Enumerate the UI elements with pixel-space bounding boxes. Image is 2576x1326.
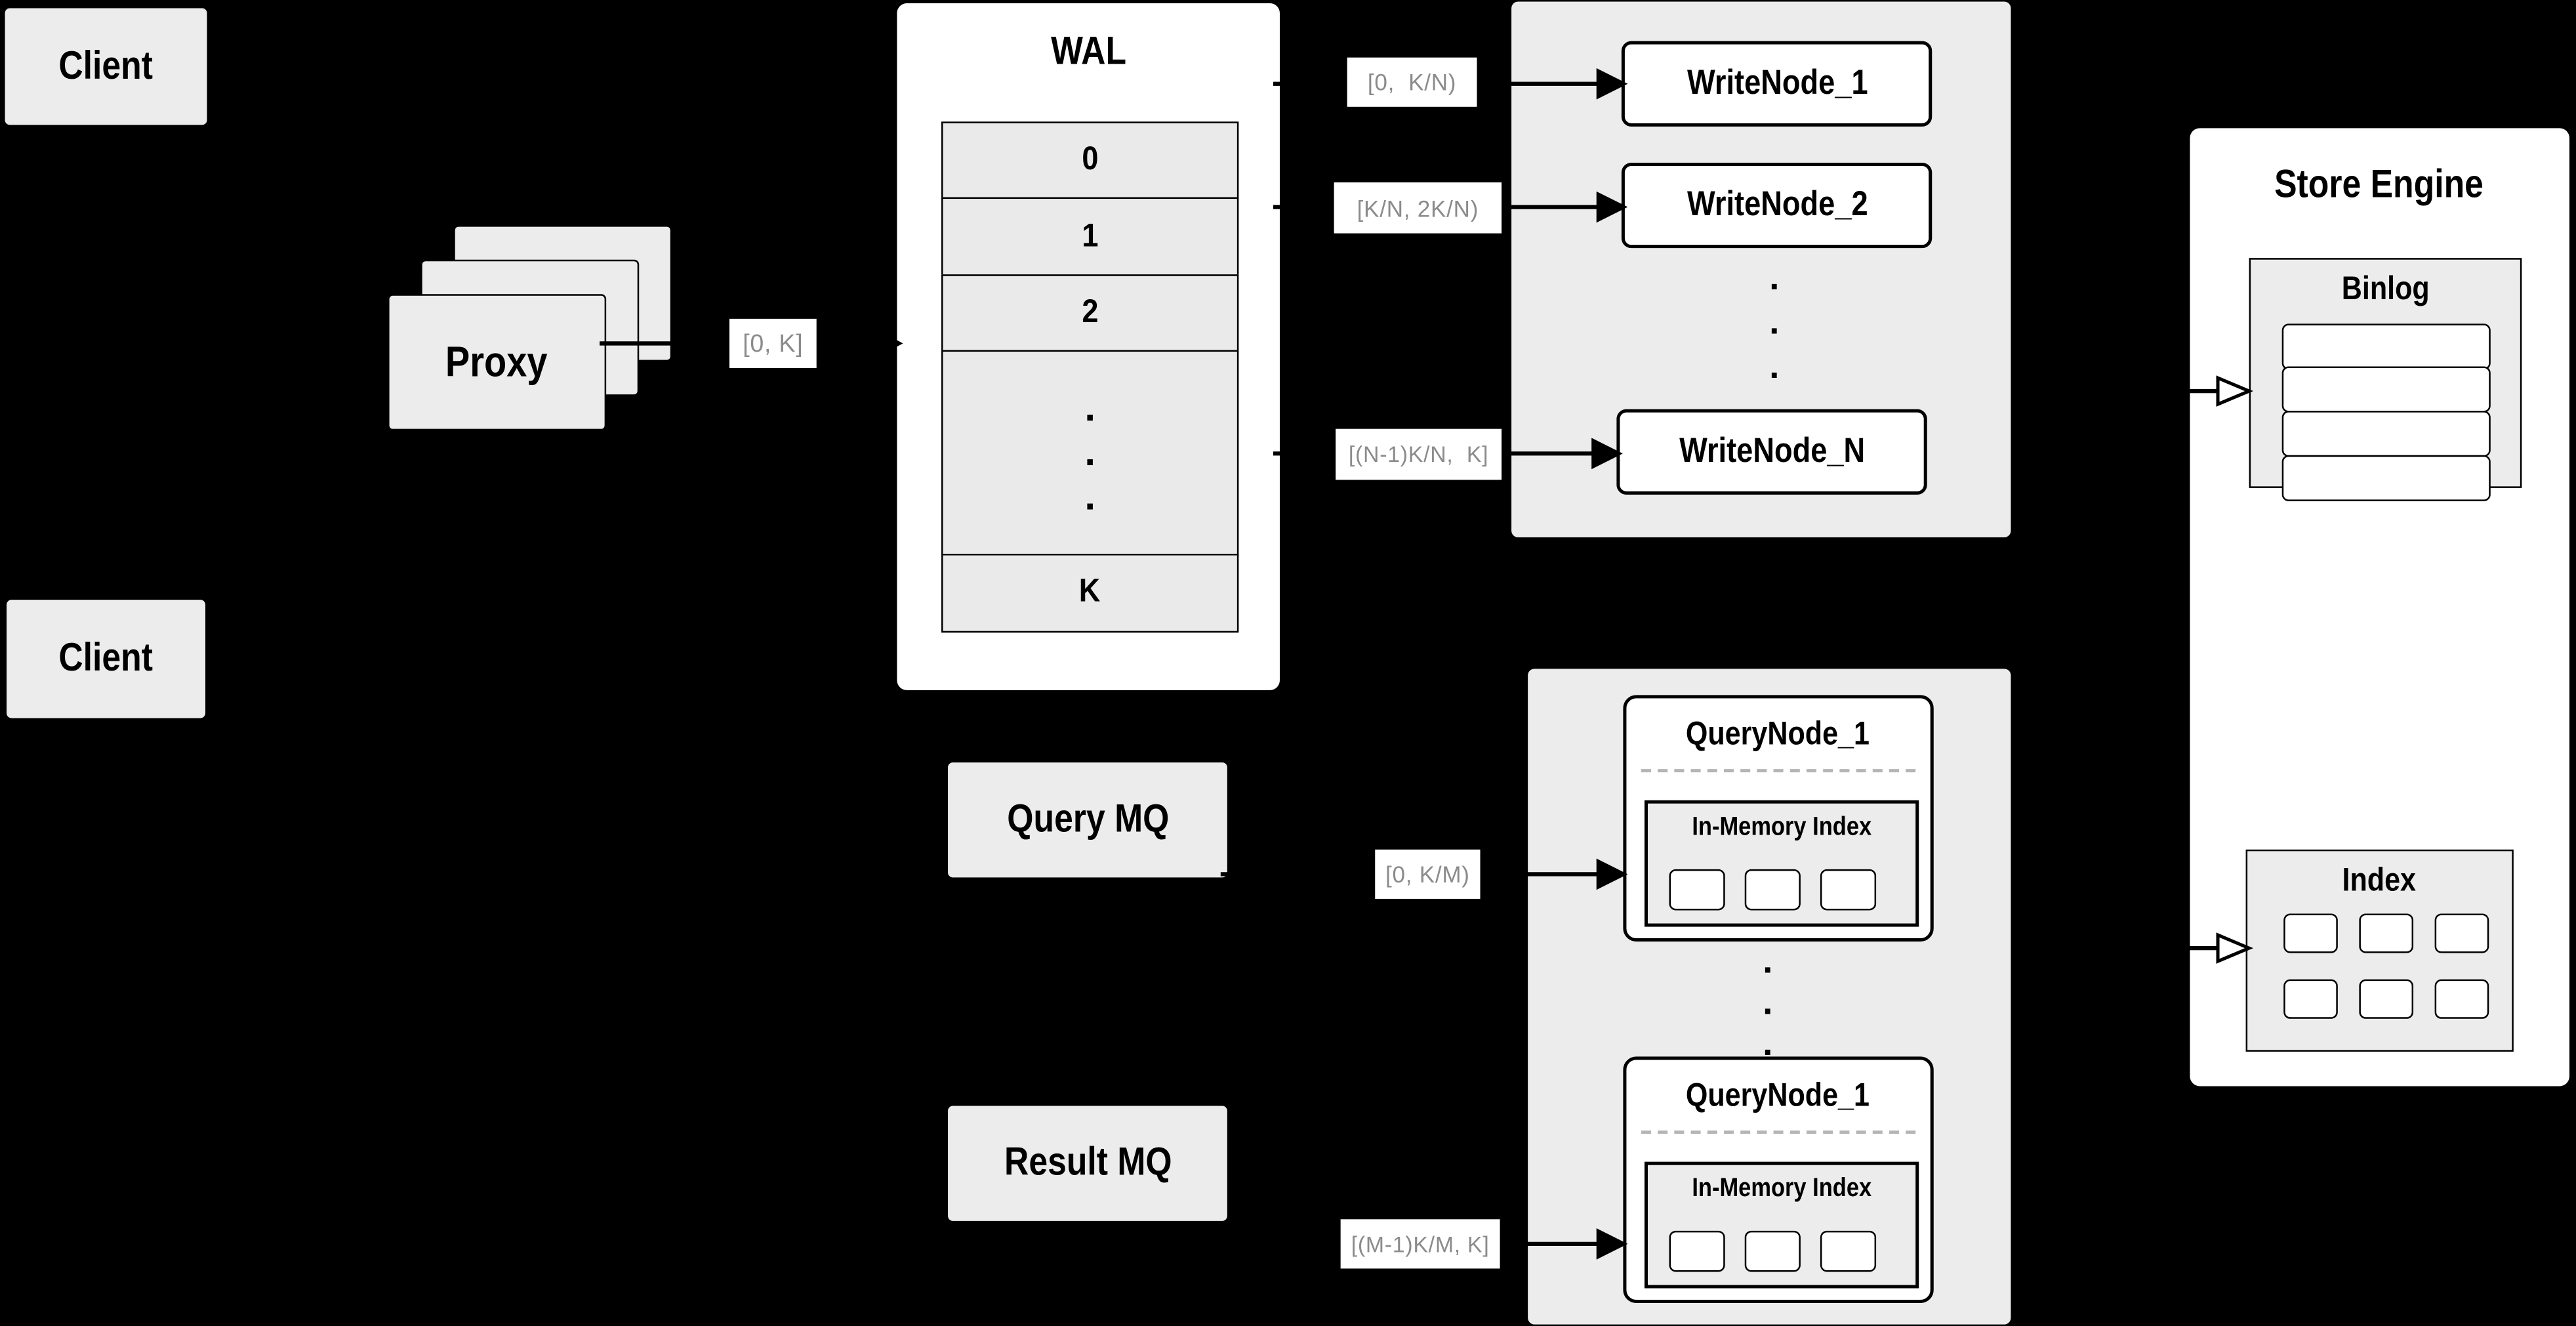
dot: . (1084, 386, 1096, 431)
segment-cell (1744, 1230, 1801, 1272)
range-label-writenode-n: [(N-1)K/N, K] (1336, 428, 1502, 480)
query-node-bottom-divider (1641, 1130, 1916, 1134)
binlog-row (2281, 367, 2491, 413)
wal-table: 0 1 2 . . . K (941, 121, 1239, 632)
range-label-querynode-1: [0, K/M) (1375, 849, 1481, 899)
dot: . (1769, 300, 1780, 342)
result-mq-label: Result MQ (1004, 1140, 1172, 1185)
query-node-bottom-title-wrap: QueryNode_1 (1626, 1075, 1930, 1117)
client-top-label: Client (58, 43, 153, 88)
query-mq-box: Query MQ (948, 762, 1227, 878)
wal-row-2-label: 2 (1082, 294, 1099, 331)
dot: . (1084, 474, 1096, 520)
index-cell (2434, 913, 2489, 953)
segment-cell (1744, 869, 1801, 911)
wal-row-0-label: 0 (1082, 141, 1099, 178)
dot: . (1084, 430, 1096, 475)
write-node-2-label: WriteNode_2 (1686, 186, 1868, 224)
range-label-querynode-m: [(M-1)K/M, K] (1340, 1219, 1500, 1269)
query-mq-label: Query MQ (1006, 797, 1169, 842)
query-node-top-inmemory-box: In-Memory Index (1644, 800, 1919, 927)
wal-row-1-label: 1 (1082, 217, 1099, 254)
range-label-writenode-1: [0, K/N) (1347, 57, 1477, 107)
wal-title-wrap: WAL (897, 26, 1280, 79)
wal-row-ellipsis: . . . (941, 350, 1239, 556)
segment-cell (1669, 1230, 1725, 1272)
binlog-rows (2281, 323, 2491, 501)
binlog-title-wrap: Binlog (2251, 268, 2520, 310)
proxy-box: Proxy (388, 294, 607, 431)
client-bottom-label: Client (58, 636, 153, 680)
dot: . (1763, 981, 1773, 1022)
dot: . (1769, 256, 1780, 298)
binlog-row (2281, 455, 2491, 501)
wal-ellipsis-dots: . . . (1084, 386, 1095, 520)
wal-title: WAL (1050, 30, 1126, 74)
proxy-label: Proxy (445, 337, 548, 386)
wal-row-1: 1 (941, 197, 1239, 276)
query-node-top-divider (1641, 769, 1916, 773)
query-node-ellipsis: . . . (1748, 940, 1788, 1064)
binlog-title: Binlog (2341, 270, 2430, 307)
wal-row-k: K (941, 552, 1239, 632)
index-box: Index (2245, 849, 2514, 1052)
write-node-n-box: WriteNode_N (1616, 409, 1927, 495)
wal-row-2: 2 (941, 273, 1239, 353)
index-cell (2283, 913, 2338, 953)
client-box-top: Client (5, 8, 207, 125)
write-node-1-label: WriteNode_1 (1686, 64, 1868, 102)
index-cell (2359, 979, 2414, 1019)
query-node-bottom-inmemory-box: In-Memory Index (1644, 1161, 1919, 1289)
segment-cell (1820, 869, 1877, 911)
client-box-bottom: Client (7, 600, 206, 718)
inmemory-bottom-title: In-Memory Index (1692, 1174, 1871, 1203)
query-node-top-box: QueryNode_1 In-Memory Index (1623, 695, 1934, 942)
write-node-n-label: WriteNode_N (1679, 432, 1865, 470)
write-node-1-box: WriteNode_1 (1621, 41, 1932, 127)
index-title: Index (2342, 861, 2417, 898)
index-cell (2359, 913, 2414, 953)
index-cell (2434, 979, 2489, 1019)
range-label-proxy: [0, K] (729, 318, 817, 368)
wal-row-k-label: K (1079, 573, 1101, 610)
query-node-bottom-box: QueryNode_1 In-Memory Index (1623, 1056, 1934, 1304)
dot: . (1763, 1022, 1773, 1064)
segment-cell (1669, 869, 1725, 911)
arrowhead-proxy-to-wal (873, 327, 903, 360)
segment-cell (1820, 1230, 1877, 1272)
query-node-bottom-title: QueryNode_1 (1687, 1077, 1871, 1113)
query-node-top-title: QueryNode_1 (1687, 715, 1871, 752)
dot: . (1769, 344, 1780, 386)
store-engine-title: Store Engine (2275, 162, 2485, 207)
write-node-ellipsis: . . . (1755, 255, 1794, 388)
range-label-writenode-2: [K/N, 2K/N) (1334, 182, 1502, 234)
wal-row-0: 0 (941, 121, 1239, 200)
store-engine-title-wrap: Store Engine (2190, 161, 2569, 210)
index-cell (2283, 979, 2338, 1019)
dot: . (1763, 940, 1773, 982)
result-mq-box: Result MQ (948, 1106, 1227, 1221)
query-node-top-title-wrap: QueryNode_1 (1626, 713, 1930, 756)
inmemory-top-title: In-Memory Index (1692, 813, 1871, 842)
inmemory-top-title-wrap: In-Memory Index (1648, 810, 1915, 846)
binlog-row (2281, 411, 2491, 457)
index-title-wrap: Index (2247, 860, 2512, 902)
binlog-row (2281, 323, 2491, 369)
write-node-2-box: WriteNode_2 (1621, 162, 1932, 249)
binlog-box: Binlog (2249, 258, 2522, 501)
inmemory-bottom-title-wrap: In-Memory Index (1648, 1172, 1915, 1208)
